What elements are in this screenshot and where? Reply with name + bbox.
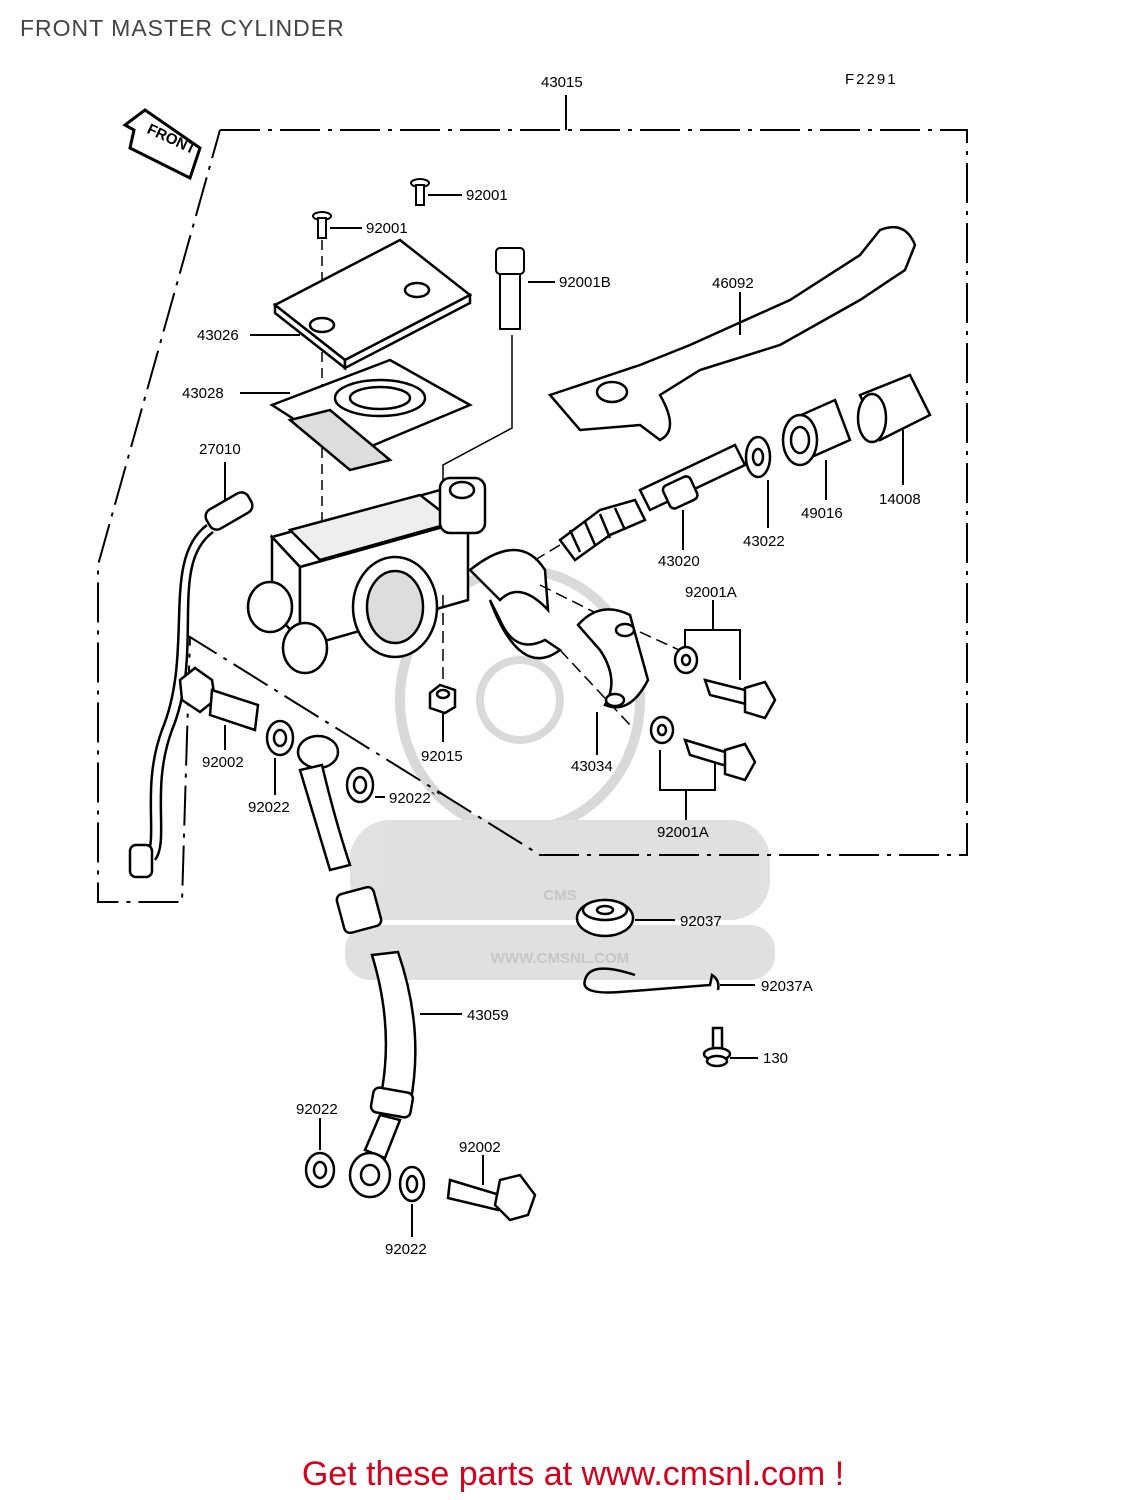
label-92002-lower: 92002: [459, 1139, 501, 1156]
label-49016: 49016: [801, 505, 843, 522]
label-46092: 46092: [712, 275, 754, 292]
screw-92001-cap: [312, 211, 332, 239]
label-92001-top: 92001: [466, 187, 508, 204]
label-92001-cap: 92001: [366, 220, 408, 237]
bolt-92001a-lower: [649, 715, 757, 782]
washer-92022-lower-left: [304, 1151, 336, 1189]
label-43015: 43015: [541, 74, 583, 91]
screw-130: [702, 1026, 732, 1068]
label-92022-right: 92022``: [389, 790, 441, 807]
washer-92022-right: [345, 766, 375, 804]
washer-92022-bottom: [398, 1165, 426, 1203]
diaphragm-43028: [269, 358, 473, 472]
axis-pivot: [442, 335, 513, 495]
brake-hose-43059: [296, 734, 417, 1199]
screw-92001-top: [410, 178, 430, 206]
clip-92037a: [583, 967, 720, 994]
label-92037a: 92037A: [761, 978, 813, 995]
master-cylinder-body: [246, 476, 563, 675]
nut-92015: [428, 683, 457, 715]
watermark-url: WWW.CMSNL.COM: [491, 950, 629, 967]
clamp-43034: [576, 608, 650, 709]
figure-code: F2291: [845, 71, 898, 88]
watermark-brand: CMS: [543, 887, 576, 904]
grommet-92037: [575, 898, 635, 938]
brake-lever-46092: [547, 225, 917, 442]
assembly-boundary: [97, 129, 968, 903]
label-43020: 43020: [658, 553, 700, 570]
washer-92022-left: [265, 719, 295, 757]
label-92001a-upper: 92001A: [685, 584, 737, 601]
page-title: FRONT MASTER CYLINDER: [20, 15, 345, 41]
label-130: 130: [763, 1050, 788, 1067]
label-92002-upper: 92002: [202, 754, 244, 771]
label-43028: 43028: [182, 385, 224, 402]
dust-boot-49016: [781, 398, 852, 467]
label-92001a-lower: 92001A: [657, 824, 709, 841]
label-43059: 43059: [467, 1007, 509, 1024]
front-arrow-icon: FRONT: [122, 108, 202, 181]
label-43022: 43022: [743, 533, 785, 550]
label-27010: 27010: [199, 441, 241, 458]
footer-cta-link[interactable]: Get these parts at www.cmsnl.com !: [301, 1455, 845, 1493]
banjo-bolt-92002-lower: [446, 1173, 537, 1222]
cms-watermark: CMS WWW.CMSNL.COM: [345, 565, 775, 980]
washer-43022: [744, 435, 772, 479]
piston-43020: [558, 443, 747, 562]
pivot-bolt-92001b: [495, 247, 525, 330]
reservoir-cap-43026: [272, 238, 473, 371]
bracket-92001a-lower: [659, 750, 716, 791]
label-43026: 43026: [197, 327, 239, 344]
label-43034: 43034: [571, 758, 613, 775]
reservoir-hose-27010: [128, 491, 254, 879]
label-14008: 14008: [879, 491, 921, 508]
bushing-14008: [856, 373, 932, 444]
label-92001b: 92001B: [559, 274, 611, 291]
label-92037: 92037: [680, 913, 722, 930]
label-92015: 92015: [421, 748, 463, 765]
label-92022-lower-left: 92022: [296, 1101, 338, 1118]
bolt-92001a-upper: [673, 645, 777, 720]
banjo-bolt-92002-upper: [178, 666, 260, 732]
label-92022-left: 92022: [248, 799, 290, 816]
label-92022-bottom: 92022: [385, 1241, 427, 1258]
